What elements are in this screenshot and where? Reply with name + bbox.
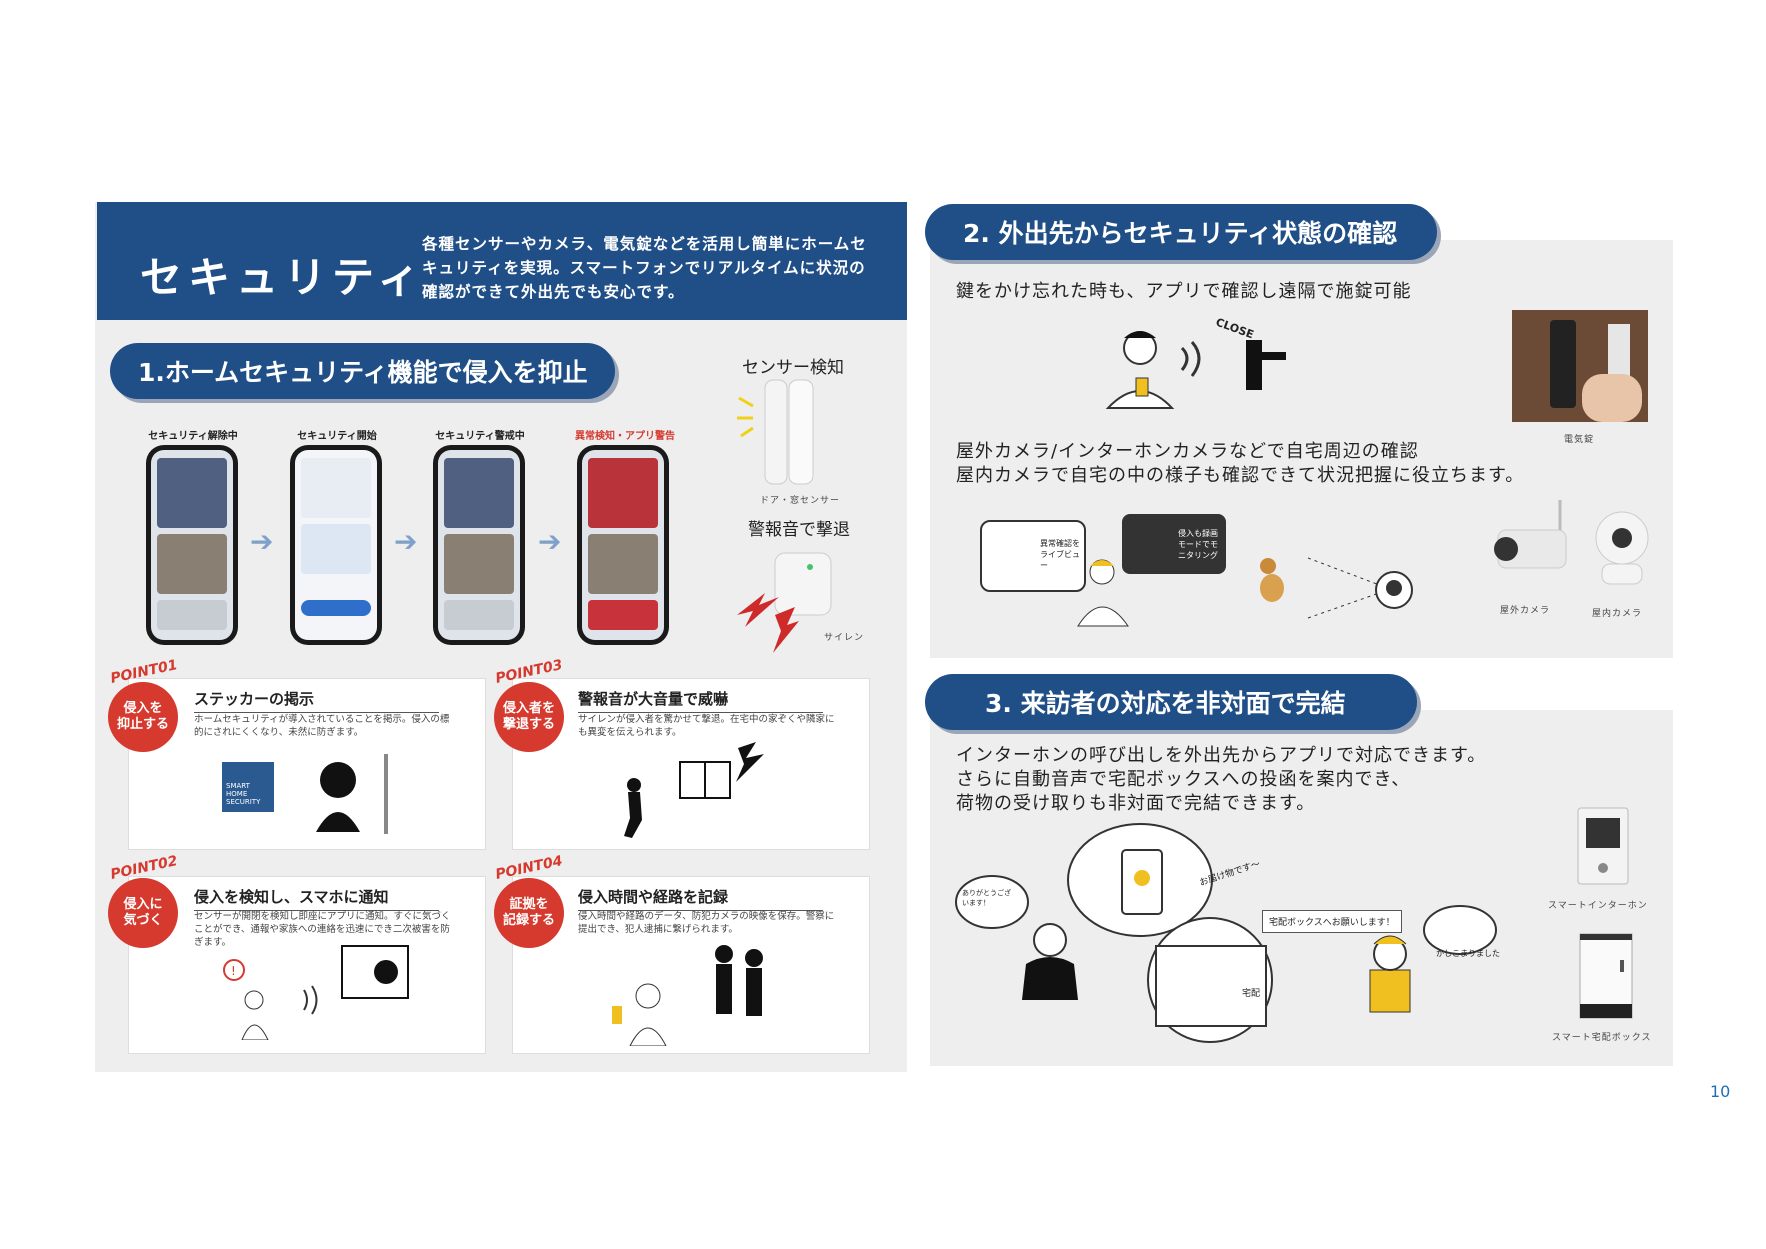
delivery-scene-icon [955, 823, 1497, 1043]
notification-scene-icon: ! [223, 945, 409, 1040]
phone-label-2: セキュリティ開始 [297, 431, 377, 442]
section2-title: 2. 外出先からセキュリティ状態の確認 [925, 204, 1437, 260]
arrow-right-icon: ➔ [394, 525, 418, 558]
point-badge-2: 侵入に 気づく [108, 878, 178, 948]
point-badge-3: 侵入者を 撃退する [494, 682, 564, 752]
police-arrest-icon [612, 945, 763, 1046]
sensor-caption: ドア・窓センサー [760, 496, 841, 506]
camera-monitoring-scene-icon [1077, 557, 1413, 627]
outdoor-camera-icon [1494, 500, 1567, 569]
point-title-3: 警報音が大音量で威嚇 [578, 688, 823, 713]
sensor-heading: センサー検知 [742, 358, 844, 378]
section2-text2-line1: 屋外カメラ/インターホンカメラなどで自宅周辺の確認 [956, 441, 1419, 462]
bubble-record-text: 侵入も録画モードでモニタリング [1178, 529, 1218, 560]
header-description: 各種センサーやカメラ、電気錠などを活用し簡単にホームセキュリティを実現。スマート… [422, 235, 867, 301]
svg-text:!: ! [231, 964, 236, 978]
section2-text2-line2: 屋内カメラで自宅の中の様子も確認できて状況把握に役立ちます。 [956, 465, 1525, 486]
smart-delivery-box-icon [1579, 933, 1633, 1019]
bubble-live-text: 異常確認をライブビュー [1040, 539, 1080, 570]
point-title-1: ステッカーの掲示 [194, 688, 439, 713]
bubble-ok: かしこまりました [1436, 949, 1500, 958]
electric-lock-photo [1512, 310, 1648, 422]
point-card-2 [128, 876, 486, 1054]
section3-title: 3. 来訪者の対応を非対面で完結 [925, 674, 1417, 730]
burglar-icon [316, 754, 388, 834]
phone-label-3: セキュリティ警戒中 [435, 431, 525, 442]
bubble-box: 宅配ボックスへお願いします！ [1262, 910, 1402, 933]
phone-screen-1 [146, 445, 238, 645]
point-desc-3: サイレンが侵入者を驚かせて撃退。在宅中の家ぞくや隣家にも異変を伝えられます。 [578, 714, 835, 738]
outdoor-camera-caption: 屋外カメラ [1500, 606, 1551, 616]
page-number: 10 [1710, 1082, 1731, 1101]
point-card-1 [128, 678, 486, 850]
box-label: 宅配 [1242, 989, 1261, 999]
section3-line3: 荷物の受け取りも非対面で完結できます。 [956, 793, 1316, 814]
section1-title: 1.ホームセキュリティ機能で侵入を抑止 [110, 343, 615, 399]
point-desc-4: 侵入時間や経路のデータ、防犯カメラの映像を保存。警察に提出でき、犯人逮捕に繋げら… [578, 911, 835, 935]
section3-line1: インターホンの呼び出しを外出先からアプリで対応できます。 [956, 745, 1487, 766]
remote-lock-scene-icon [1105, 331, 1286, 409]
door-sensor-icon [737, 379, 814, 485]
indoor-camera-caption: 屋内カメラ [1592, 609, 1643, 619]
page-title: セキュリティ [140, 253, 426, 302]
window-alarm-icon [624, 742, 764, 838]
point-desc-1: ホームセキュリティが導入されていることを掲示。侵入の標的にされにくくなり、未然に… [194, 714, 450, 738]
phone-screen-2 [290, 445, 382, 645]
bubble-thanks: ありがとうございます！ [962, 889, 1011, 907]
speech-bubble-record [1122, 514, 1226, 574]
point-badge-4: 証拠を 記録する [494, 878, 564, 948]
arrow-right-icon: ➔ [538, 525, 562, 558]
point-card-4 [512, 876, 870, 1054]
point-badge-1: 侵入を 抑止する [108, 682, 178, 752]
section3-panel [930, 710, 1673, 1066]
speech-bubble-live [980, 520, 1086, 592]
security-sticker: SMART HOME SECURITY [222, 762, 274, 812]
smart-intercom-icon [1577, 807, 1629, 885]
siren-icon [737, 552, 832, 653]
point-title-4: 侵入時間や経路を記録 [578, 886, 823, 911]
delivery-box-caption: スマート宅配ボックス [1552, 1033, 1652, 1043]
intercom-caption: スマートインターホン [1548, 901, 1648, 911]
arrow-right-icon: ➔ [250, 525, 274, 558]
section3-line2: さらに自動音声で宅配ボックスへの投函を案内でき、 [956, 769, 1411, 790]
lock-caption: 電気錠 [1564, 435, 1595, 445]
section2-text1: 鍵をかけ忘れた時も、アプリで確認し遠隔で施錠可能 [956, 281, 1412, 302]
phone-label-1: セキュリティ解除中 [148, 431, 238, 442]
indoor-camera-icon [1595, 511, 1649, 585]
point-desc-2: センサーが開閉を検知し即座にアプリに通知。すぐに気づくことができ、通報や家族への… [194, 911, 451, 948]
phone-screen-4 [577, 445, 669, 645]
point-title-2: 侵入を検知し、スマホに通知 [194, 886, 439, 911]
phone-label-4: 異常検知・アプリ警告 [575, 431, 675, 442]
siren-caption: サイレン [824, 633, 865, 643]
phone-screen-3 [433, 445, 525, 645]
siren-heading: 警報音で撃退 [748, 520, 850, 540]
header-banner [97, 202, 907, 320]
